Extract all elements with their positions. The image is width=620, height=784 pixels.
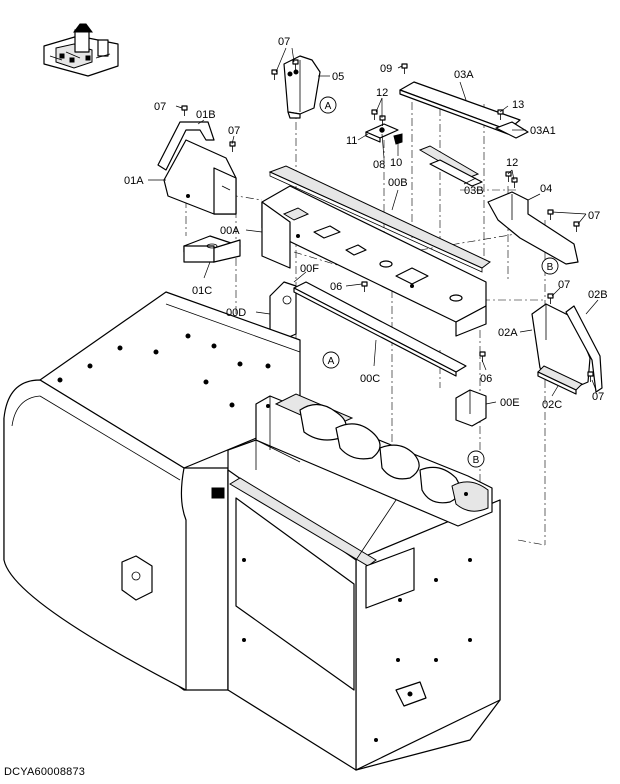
part-00C-bar [293, 281, 467, 377]
callout-00B: 00B [388, 177, 408, 189]
bolt-icon [505, 171, 512, 182]
bolt-icon [371, 109, 378, 120]
callout-01B: 01B [196, 109, 216, 121]
fasteners [181, 59, 594, 382]
callout-00F: 00F [300, 263, 319, 275]
callout-02A: 02A [498, 327, 518, 339]
part-04-bracket [487, 191, 579, 265]
callout-04: 04 [540, 183, 552, 195]
callout-05: 05 [332, 71, 344, 83]
callout-11: 11 [346, 135, 357, 147]
part-00A-panel [261, 185, 487, 337]
callout-07: 07 [228, 125, 240, 137]
part-00E-block [455, 389, 487, 427]
callout-07: 07 [558, 279, 570, 291]
callout-02C: 02C [542, 399, 562, 411]
part-01C-block [183, 235, 241, 263]
callout-10: 10 [390, 157, 402, 169]
bolt-icon [573, 221, 580, 232]
bolt-icon [587, 371, 594, 382]
callout-01A: 01A [124, 175, 144, 187]
bolt-icon [271, 69, 278, 80]
part-01A-cover [163, 139, 237, 215]
callout-02B: 02B [588, 289, 608, 301]
console-machinery [255, 393, 493, 527]
svg-text:B: B [547, 262, 554, 273]
reference-circle-a2: A [322, 351, 340, 369]
bolt-icon [547, 209, 554, 220]
bolt-icon [361, 281, 368, 292]
callout-03A1: 03A1 [530, 125, 556, 137]
callout-01C: 01C [192, 285, 212, 297]
callout-08: 08 [373, 159, 385, 171]
bolt-icon [292, 59, 299, 70]
part-11-plate [365, 123, 403, 145]
frame-body [211, 439, 501, 771]
part-05-bracket [283, 55, 321, 119]
bolt-icon [379, 115, 386, 126]
bolt-icon [511, 177, 518, 188]
bolt-icon [181, 105, 188, 116]
callout-00C: 00C [360, 373, 380, 385]
part-03A-bar [399, 81, 529, 139]
part-00B-seal [268, 165, 491, 273]
callout-06: 06 [330, 281, 342, 293]
drawing-id: DCYA60008873 [4, 766, 86, 778]
svg-text:A: A [325, 101, 332, 112]
bolt-icon [547, 293, 554, 304]
bolt-icon [229, 141, 236, 152]
bolt-icon [401, 63, 408, 74]
part-02B-strip [565, 305, 603, 393]
callout-00E: 00E [500, 397, 520, 409]
callout-labels: 07 05 09 03A 07 01B 07 12 13 03A1 11 08 … [124, 36, 608, 411]
callout-09: 09 [380, 63, 392, 75]
reference-circle-b2: B [467, 450, 485, 468]
callout-06: 06 [480, 373, 492, 385]
callout-00D: 00D [226, 307, 246, 319]
callout-07: 07 [278, 36, 290, 48]
callout-07: 07 [592, 391, 604, 403]
callout-00A: 00A [220, 225, 240, 237]
svg-text:B: B [473, 455, 480, 466]
callout-07: 07 [588, 210, 600, 222]
part-02C-strip [537, 365, 583, 395]
callout-07: 07 [154, 101, 166, 113]
callout-12: 12 [506, 157, 518, 169]
cab-left-shell [3, 291, 301, 691]
callout-13: 13 [512, 99, 524, 111]
part-03B-strip [418, 145, 483, 187]
callout-03A: 03A [454, 69, 474, 81]
callout-12: 12 [376, 87, 388, 99]
reference-circle-a1: A [319, 96, 337, 114]
reference-circle-b1: B [541, 257, 559, 275]
callout-03B: 03B [464, 185, 484, 197]
svg-text:A: A [328, 356, 335, 367]
leader-lines [148, 47, 599, 405]
machine-orientation-icon [43, 23, 119, 77]
part-01B-clamp [157, 121, 215, 171]
